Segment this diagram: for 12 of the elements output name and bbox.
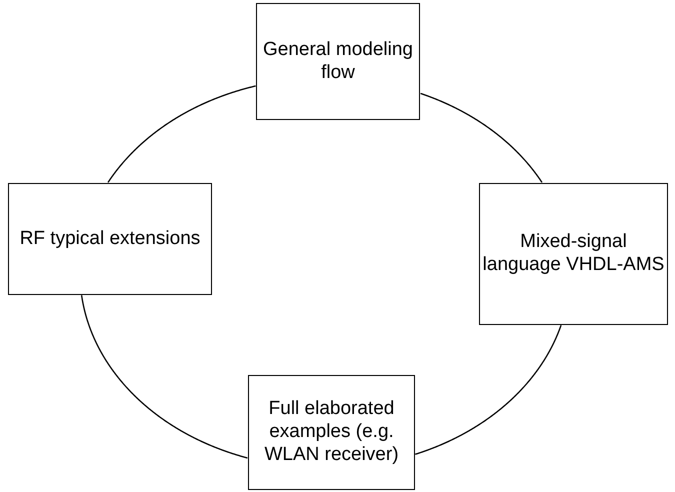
box-label: Full elaborated examples (e.g. WLAN receiver)	[263, 398, 400, 467]
connector-arc	[80, 295, 248, 459]
text-box	[479, 183, 668, 325]
box-label: Mixed-signal language VHDL-AMS	[482, 231, 666, 277]
connector-arc	[420, 92, 543, 183]
text-box	[248, 375, 415, 490]
text-box	[256, 3, 420, 120]
box-label: General modeling flow	[262, 38, 414, 84]
text-box	[8, 183, 212, 295]
connector-arc	[107, 85, 256, 183]
connector-arc	[415, 324, 562, 455]
box-label: RF typical extensions	[20, 228, 200, 250]
